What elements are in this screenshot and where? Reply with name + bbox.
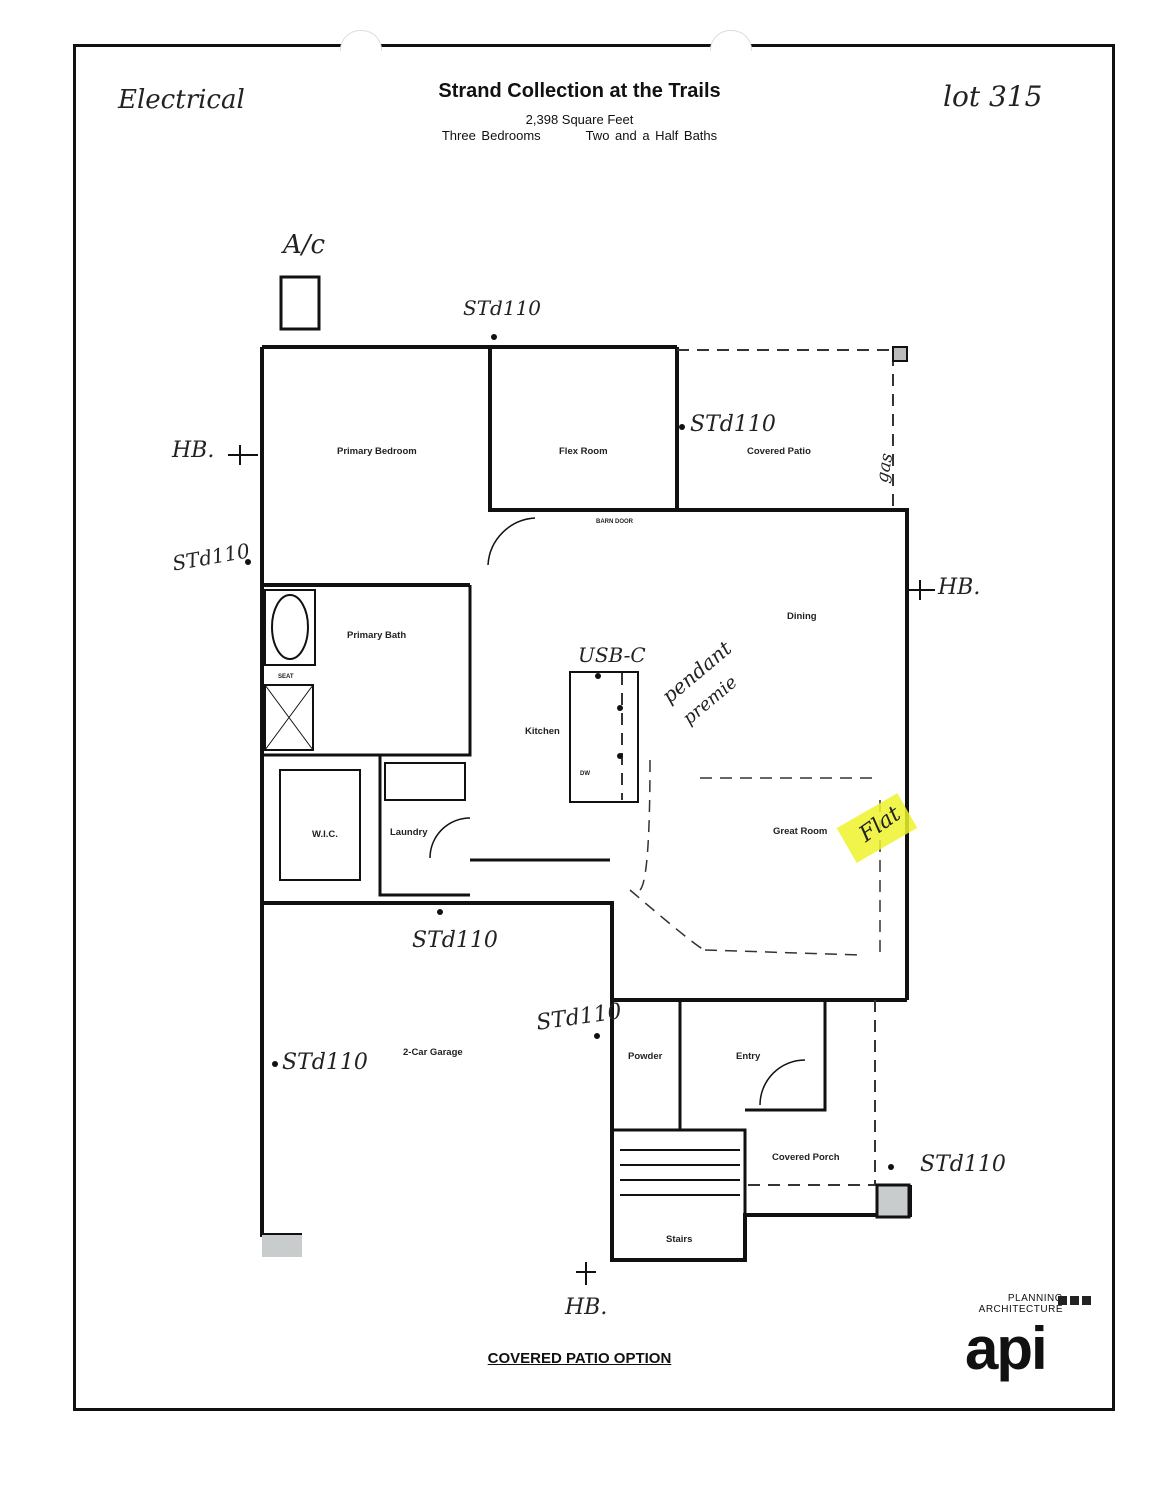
room-kitchen: Kitchen <box>525 726 560 737</box>
room-stairs: Stairs <box>666 1234 693 1245</box>
room-flex: Flex Room <box>559 446 608 457</box>
note-std-flex: STd110 <box>690 412 776 437</box>
logo-square <box>1082 1296 1091 1305</box>
bed-bath: Three Bedrooms Two and a Half Baths <box>441 128 718 143</box>
room-wic: W.I.C. <box>312 829 338 840</box>
note-std-garage-top: STd110 <box>412 928 498 953</box>
room-powder: Powder <box>628 1051 663 1062</box>
room-great-room: Great Room <box>773 826 828 837</box>
option-label: COVERED PATIO OPTION <box>487 1350 672 1367</box>
api-logo: PLANNING ARCHITECTURE api <box>965 1293 1063 1382</box>
note-hb-right: HB. <box>938 575 981 600</box>
note-lot: lot 315 <box>943 80 1043 113</box>
plan-title: Strand Collection at the Trails <box>438 80 721 102</box>
room-dining: Dining <box>787 611 817 622</box>
room-covered-porch: Covered Porch <box>772 1152 840 1163</box>
logo-square <box>1070 1296 1079 1305</box>
room-entry: Entry <box>736 1051 761 1062</box>
square-feet: 2,398 Square Feet <box>525 112 634 127</box>
room-laundry: Laundry <box>390 827 428 838</box>
room-primary-bedroom: Primary Bedroom <box>337 446 417 457</box>
sheet-border <box>73 44 1115 1411</box>
room-garage: 2-Car Garage <box>403 1047 463 1058</box>
note-hb-bottom: HB. <box>565 1295 608 1320</box>
room-covered-patio: Covered Patio <box>747 446 811 457</box>
note-usbc: USB-C <box>578 643 646 667</box>
logo-square <box>1058 1296 1067 1305</box>
seat-label: SEAT <box>278 674 294 680</box>
note-std-porch: STd110 <box>920 1152 1006 1177</box>
note-std-garage-left: STd110 <box>282 1050 368 1075</box>
note-std-top: STd110 <box>463 296 542 320</box>
room-primary-bath: Primary Bath <box>347 630 407 641</box>
note-electrical: Electrical <box>118 85 245 115</box>
barn-door-label: BARN DOOR <box>596 519 633 525</box>
note-hb-left: HB. <box>172 438 215 463</box>
dw-label: DW <box>580 771 590 777</box>
note-ac: A/c <box>283 230 326 260</box>
